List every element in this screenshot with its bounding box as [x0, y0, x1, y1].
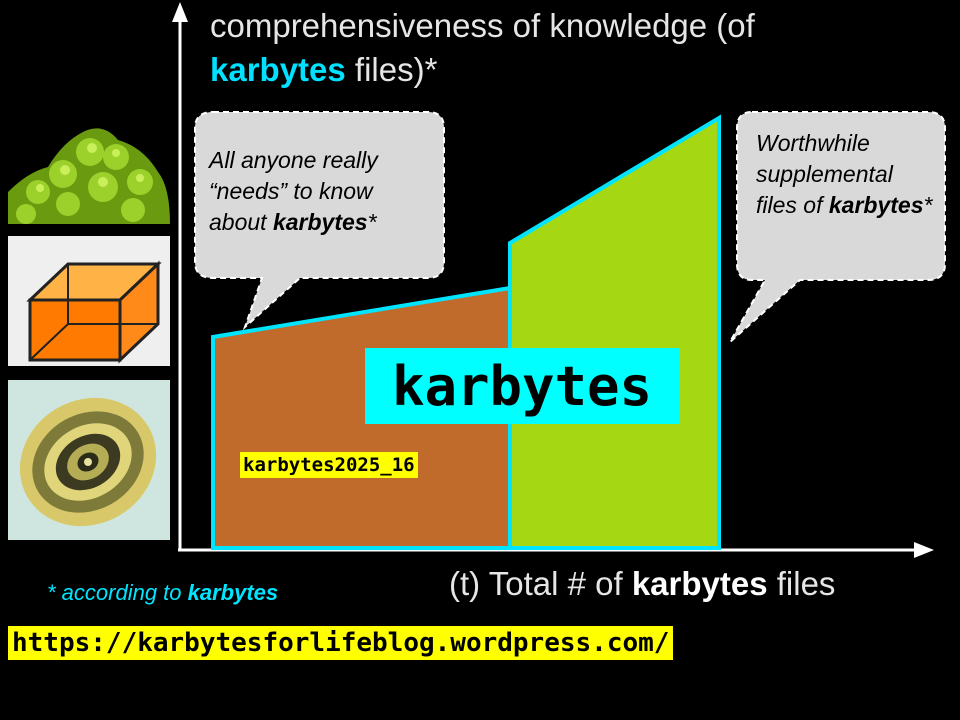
footnote-highlight: karbytes	[187, 580, 279, 605]
right-bubble-text: Worthwhile supplemental files of karbyte…	[756, 128, 936, 221]
y-axis-label-highlight: karbytes	[210, 51, 346, 88]
left-bubble-text-main: All anyone really “needs” to know about	[209, 147, 378, 235]
concentric-rings-image	[8, 380, 170, 540]
supplemental-knowledge-region	[508, 114, 721, 550]
right-bubble-text-suffix: *	[923, 192, 933, 218]
left-speech-bubble	[194, 111, 445, 331]
left-bubble-text: All anyone really “needs” to know about …	[209, 145, 434, 238]
left-bubble-text-suffix: *	[367, 209, 377, 235]
x-axis-label: (t) Total # of karbytes files	[449, 565, 835, 603]
y-axis-arrow	[172, 2, 188, 22]
y-axis-label-text: comprehensiveness of knowledge (of	[210, 7, 755, 44]
footnote: * according to karbytes	[47, 580, 278, 606]
x-axis-label-highlight: karbytes	[631, 565, 768, 602]
orange-cuboid-drawing	[8, 236, 170, 366]
right-bubble-text-main: Worthwhile supplemental files of	[756, 130, 893, 218]
x-axis-label-text: (t) Total # of	[449, 565, 632, 602]
romanesco-image	[8, 112, 170, 224]
left-bubble-text-highlight: karbytes	[272, 209, 368, 235]
blog-url-link[interactable]: https://karbytesforlifeblog.wordpress.co…	[8, 626, 674, 660]
right-speech-bubble	[729, 111, 946, 343]
y-axis-label-suffix: files)*	[345, 51, 438, 88]
x-axis-label-suffix: files	[767, 565, 836, 602]
center-label: karbytes	[365, 348, 679, 424]
right-bubble-text-highlight: karbytes	[828, 192, 924, 218]
sub-label: karbytes2025_16	[240, 452, 418, 478]
x-axis-arrow	[914, 542, 934, 558]
footnote-text: * according to	[47, 580, 188, 605]
y-axis-label: comprehensiveness of knowledge (of karby…	[210, 4, 770, 92]
